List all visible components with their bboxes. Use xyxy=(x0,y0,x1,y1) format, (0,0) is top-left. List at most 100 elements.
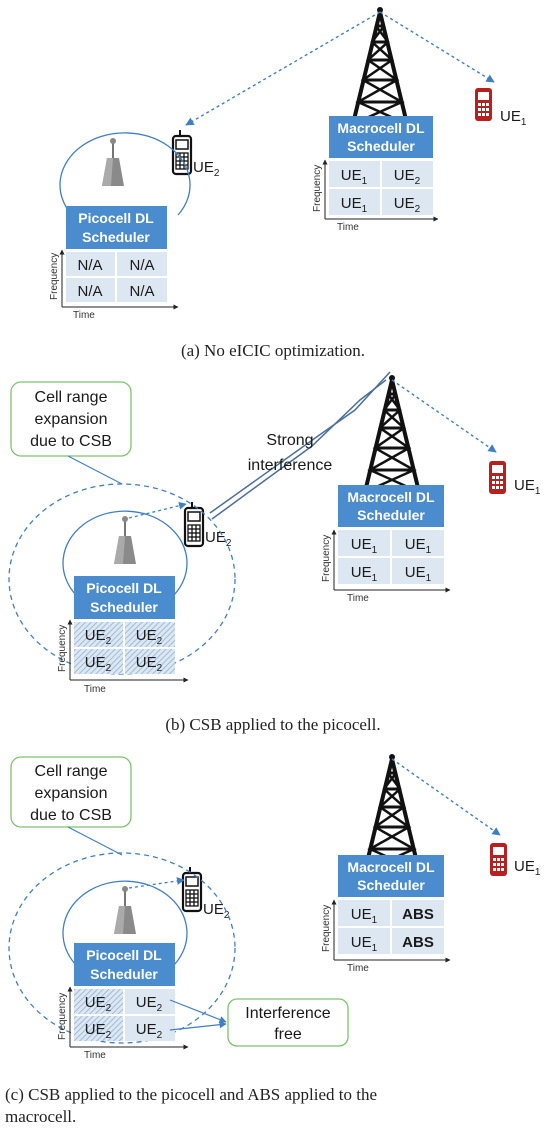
pico-scheduler: Picocell DL Scheduler UE2 UE2 UE2 UE2 Fr… xyxy=(57,576,189,695)
pico-cell: UE2 xyxy=(136,1021,163,1041)
callout-pointer xyxy=(67,455,123,485)
pico-scheduler: Picocell DL Scheduler UE2 UE2 UE2 UE2 Fr… xyxy=(57,943,189,1061)
link-pico-ue2 xyxy=(128,877,185,889)
interference-label: interference xyxy=(248,457,333,474)
pico-bs-icon xyxy=(101,137,125,187)
frequency-axis-label: Frequency xyxy=(312,165,323,212)
time-axis-label: Time xyxy=(347,963,369,974)
ue1-label: UE1 xyxy=(514,477,541,497)
interference-free-text: Interference xyxy=(245,1005,330,1022)
frequency-axis-label: Frequency xyxy=(49,253,60,300)
cre-callout-text: Cell range xyxy=(35,389,108,406)
pico-cell: N/A xyxy=(129,283,154,300)
pico-coverage xyxy=(62,510,188,596)
pico-cell: UE2 xyxy=(85,994,112,1014)
macro-title: Macrocell DL xyxy=(347,489,435,505)
macro-subtitle: Scheduler xyxy=(347,138,415,154)
interference-label: Strong xyxy=(266,432,313,449)
panel-b: Strong interference UE1 UE2 Cell range e… xyxy=(8,371,541,734)
ue2-phone-icon xyxy=(181,865,203,913)
link-macro-ue1 xyxy=(379,11,495,83)
caption-c-continued: macrocell. xyxy=(5,1107,76,1126)
pico-cell: N/A xyxy=(77,257,102,274)
ue2-label: UE2 xyxy=(203,901,230,921)
time-axis-label: Time xyxy=(337,222,359,233)
macro-cell: UE1 xyxy=(351,564,378,584)
pico-bs-icon xyxy=(113,885,137,935)
cre-callout xyxy=(10,756,132,828)
pico-title: Picocell DL xyxy=(78,210,154,226)
cre-callout-text: Cell range xyxy=(35,763,108,780)
macro-scheduler: Macrocell DL Scheduler UE1 UE1 UE1 UE1 F… xyxy=(321,485,451,604)
link-macro-ue1 xyxy=(391,758,501,836)
macro-cell: UE1 xyxy=(405,564,432,584)
ue1-phone-icon xyxy=(489,461,506,494)
pico-subtitle: Scheduler xyxy=(90,599,158,615)
pico-coverage xyxy=(62,880,188,966)
pico-cell: N/A xyxy=(77,283,102,300)
pico-title: Picocell DL xyxy=(86,580,162,596)
macro-subtitle: Scheduler xyxy=(357,877,425,893)
macro-title: Macrocell DL xyxy=(337,120,425,136)
pico-cell: UE2 xyxy=(85,1021,112,1041)
cre-callout-text: expansion xyxy=(35,411,108,428)
link-pico-ue2 xyxy=(128,501,187,519)
caption-a: (a) No eICIC optimization. xyxy=(181,341,365,360)
macro-cell: UE1 xyxy=(405,536,432,556)
time-axis-label: Time xyxy=(84,684,106,695)
frequency-axis-label: Frequency xyxy=(321,535,332,582)
ue2-label: UE2 xyxy=(205,529,232,549)
ue1-phone-icon xyxy=(490,843,507,876)
ue2-label: UE2 xyxy=(193,159,220,179)
ue2-phone-icon xyxy=(183,500,205,548)
free-pointer xyxy=(169,999,227,1023)
macro-cell: UE2 xyxy=(394,195,421,215)
frequency-axis-label: Frequency xyxy=(57,993,68,1040)
frequency-axis-label: Frequency xyxy=(57,625,68,672)
time-axis-label: Time xyxy=(73,310,95,321)
macro-subtitle: Scheduler xyxy=(357,507,425,523)
pico-cell: N/A xyxy=(129,257,154,274)
macro-cell: UE1 xyxy=(351,934,378,954)
macro-cell: UE1 xyxy=(351,536,378,556)
interference-free-callout xyxy=(227,998,349,1047)
macro-cell: UE1 xyxy=(351,906,378,926)
macro-tower-icon xyxy=(362,373,422,498)
macro-cell: UE1 xyxy=(341,167,368,187)
pico-cell: UE2 xyxy=(136,994,163,1014)
pico-cell: UE2 xyxy=(85,627,112,647)
expanded-range xyxy=(8,852,236,1044)
ue1-label: UE1 xyxy=(514,858,541,878)
pico-cell: UE2 xyxy=(136,654,163,674)
cre-callout-text: due to CSB xyxy=(30,433,112,450)
panel-a: UE1 UE2 Macrocell DL Scheduler UE1 UE2 U… xyxy=(49,5,527,360)
cre-callout xyxy=(10,381,132,457)
link-macro-ue2 xyxy=(185,11,381,126)
pico-scheduler: Picocell DL Scheduler N/A N/A N/A N/A Fr… xyxy=(49,206,179,321)
pico-cell: UE2 xyxy=(136,627,163,647)
interference-free-text: free xyxy=(274,1026,302,1043)
pico-title: Picocell DL xyxy=(86,947,162,963)
time-axis-label: Time xyxy=(347,593,369,604)
panel-c: UE1 UE2 Cell range expansion due to CSB … xyxy=(5,752,541,1126)
macro-title: Macrocell DL xyxy=(347,859,435,875)
cre-callout-text: due to CSB xyxy=(30,807,112,824)
pico-cell: UE2 xyxy=(85,654,112,674)
pico-bs-icon xyxy=(113,515,137,565)
ue1-label: UE1 xyxy=(500,108,527,128)
macro-cell: UE2 xyxy=(394,167,421,187)
caption-b: (b) CSB applied to the picocell. xyxy=(165,715,380,734)
macro-tower-icon xyxy=(350,5,410,130)
pico-coverage xyxy=(59,132,191,216)
macro-scheduler: Macrocell DL Scheduler UE1 ABS UE1 ABS F… xyxy=(321,855,451,974)
pico-subtitle: Scheduler xyxy=(90,966,158,982)
pico-subtitle: Scheduler xyxy=(82,229,150,245)
ue1-phone-icon xyxy=(475,88,492,121)
macro-scheduler: Macrocell DL Scheduler UE1 UE2 UE1 UE2 F… xyxy=(312,116,439,233)
time-axis-label: Time xyxy=(84,1050,106,1061)
macro-cell: UE1 xyxy=(341,195,368,215)
callout-pointer xyxy=(67,826,123,856)
macro-cell-abs: ABS xyxy=(402,906,434,923)
macro-cell-abs: ABS xyxy=(402,934,434,951)
